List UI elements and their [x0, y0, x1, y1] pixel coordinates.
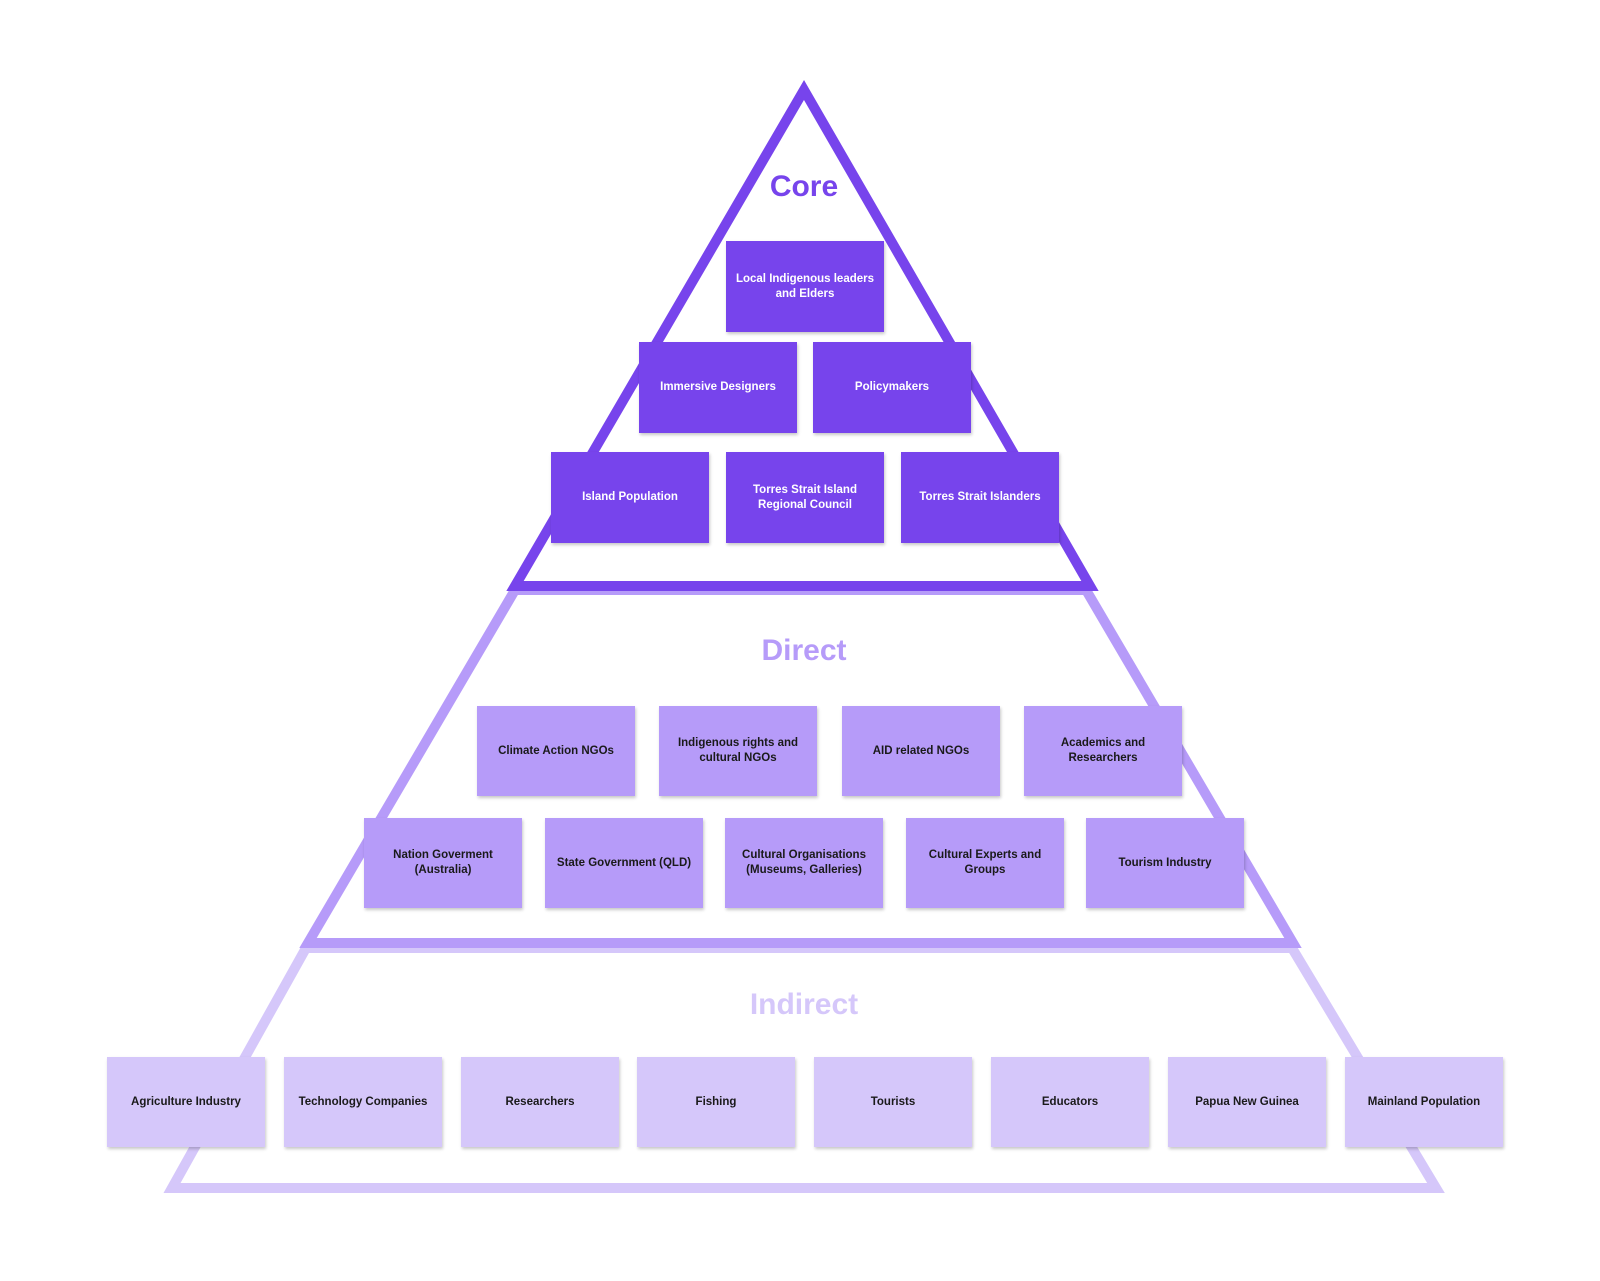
- sticky-note[interactable]: State Government (QLD): [545, 818, 703, 908]
- sticky-note[interactable]: Policymakers: [813, 342, 971, 433]
- note-text: Cultural Organisations (Museums, Galleri…: [742, 849, 866, 876]
- sticky-note[interactable]: Cultural Experts and Groups: [906, 818, 1064, 908]
- sticky-note[interactable]: Tourists: [814, 1057, 972, 1147]
- note-text: Policymakers: [854, 381, 930, 393]
- sticky-note[interactable]: Papua New Guinea: [1168, 1057, 1326, 1147]
- sticky-note[interactable]: Indigenous rights and cultural NGOs: [659, 706, 817, 796]
- note-text: Academics and Researchers: [1060, 737, 1146, 764]
- sticky-note[interactable]: Nation Goverment (Australia): [364, 818, 522, 908]
- sticky-note[interactable]: Fishing: [637, 1057, 795, 1147]
- sticky-note[interactable]: Torres Strait Island Regional Council: [726, 452, 884, 543]
- sticky-note[interactable]: Island Population: [551, 452, 709, 543]
- core-label: Core: [769, 170, 839, 203]
- note-text: Cultural Experts and Groups: [928, 849, 1042, 876]
- sticky-note[interactable]: Cultural Organisations (Museums, Galleri…: [725, 818, 883, 908]
- note-text: Nation Goverment (Australia): [393, 849, 493, 876]
- sticky-note[interactable]: Local Indigenous leaders and Elders: [726, 241, 884, 332]
- sticky-note[interactable]: Torres Strait Islanders: [901, 452, 1059, 543]
- note-text: Papua New Guinea: [1195, 1095, 1299, 1108]
- note-text: Mainland Population: [1367, 1095, 1481, 1108]
- note-text: Researchers: [505, 1095, 575, 1108]
- note-text: State Government (QLD): [556, 856, 692, 869]
- note-text: Torres Strait Islanders: [919, 491, 1041, 503]
- sticky-note[interactable]: Mainland Population: [1345, 1057, 1503, 1147]
- sticky-note[interactable]: Immersive Designers: [639, 342, 797, 433]
- sticky-note[interactable]: Agriculture Industry: [107, 1057, 265, 1147]
- core-tier-outline: [506, 80, 1099, 591]
- note-text: Technology Companies: [298, 1095, 428, 1108]
- note-text: Immersive Designers: [660, 381, 776, 393]
- note-text: Agriculture Industry: [131, 1095, 241, 1108]
- note-text: AID related NGOs: [872, 744, 970, 757]
- note-text: Island Population: [582, 491, 678, 503]
- direct-label: Direct: [761, 634, 847, 667]
- note-text: Fishing: [695, 1095, 737, 1108]
- sticky-note[interactable]: Educators: [991, 1057, 1149, 1147]
- note-text: Torres Strait Island Regional Council: [753, 483, 857, 511]
- note-text: Local Indigenous leaders and Elders: [735, 272, 875, 300]
- sticky-note[interactable]: Researchers: [461, 1057, 619, 1147]
- note-text: Educators: [1041, 1095, 1099, 1108]
- note-text: Indigenous rights and cultural NGOs: [677, 737, 799, 764]
- sticky-note[interactable]: Technology Companies: [284, 1057, 442, 1147]
- indirect-label: Indirect: [749, 988, 859, 1021]
- sticky-note[interactable]: Climate Action NGOs: [477, 706, 635, 796]
- note-text: Tourism Industry: [1118, 856, 1212, 869]
- sticky-note[interactable]: AID related NGOs: [842, 706, 1000, 796]
- note-text: Tourists: [870, 1095, 916, 1108]
- note-text: Climate Action NGOs: [498, 744, 614, 757]
- sticky-note[interactable]: Academics and Researchers: [1024, 706, 1182, 796]
- sticky-note[interactable]: Tourism Industry: [1086, 818, 1244, 908]
